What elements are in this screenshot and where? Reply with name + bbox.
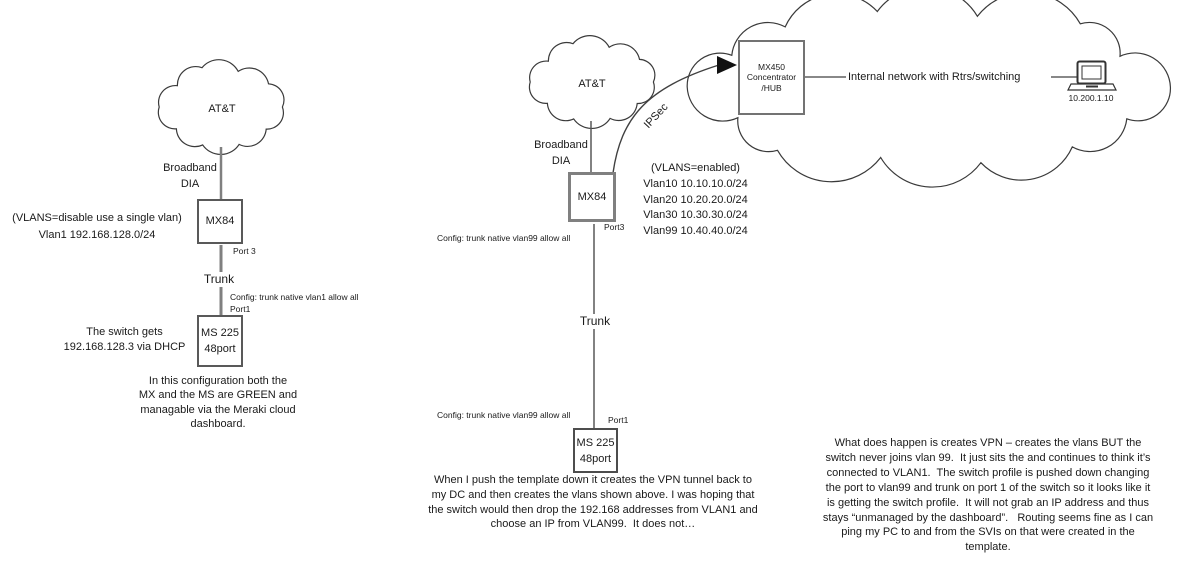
internal-network-label: Internal network with Rtrs/switching xyxy=(848,71,1021,83)
left-ms225-box: MS 225 48port xyxy=(197,315,243,367)
middle-port3-label: Port3 xyxy=(604,222,625,232)
right-caption: What does happen is creates VPN – create… xyxy=(822,437,1154,554)
laptop-keyboard-slot xyxy=(1086,85,1098,88)
left-trunk-config-note: Config: trunk native vlan1 allow all xyxy=(230,292,359,302)
middle-ms225-label: MS 225 48port xyxy=(576,436,615,465)
vlans-enabled-title: (VLANS=enabled) xyxy=(651,162,740,174)
left-mx84-box: MX84 xyxy=(197,199,243,244)
middle-trunk-label: Trunk xyxy=(576,314,614,329)
middle-caption: When I push the template down it creates… xyxy=(428,474,758,531)
laptop-screen-inner xyxy=(1081,65,1102,80)
left-ms225-label: MS 225 48port xyxy=(201,327,239,355)
left-port3-label: Port 3 xyxy=(233,246,256,256)
mx450-hub-box: MX450 Concentrator /HUB xyxy=(738,40,805,115)
middle-mx84-label: MX84 xyxy=(577,190,607,203)
left-vlan-note: (VLANS=disable use a single vlan) Vlan1 … xyxy=(12,212,182,241)
left-port1-label: Port1 xyxy=(230,304,251,314)
left-wan-label: Broadband DIA xyxy=(163,162,217,190)
middle-mx84-box: MX84 xyxy=(568,172,616,222)
left-att-cloud-label: AT&T xyxy=(208,103,236,115)
ipsec-arrowhead-icon xyxy=(717,56,737,74)
middle-att-cloud-shape xyxy=(528,35,656,130)
middle-wan-label: Broadband DIA xyxy=(534,139,588,167)
left-att-cloud-shape xyxy=(157,59,285,156)
laptop-icon xyxy=(1067,60,1117,91)
middle-config-note-bottom: Config: trunk native vlan99 allow all xyxy=(437,410,571,420)
ipsec-tunnel-curve xyxy=(612,64,720,174)
middle-port1-label: Port1 xyxy=(608,415,629,425)
pc-ip-label: 10.200.1.10 xyxy=(1068,93,1114,103)
middle-config-note-top: Config: trunk native vlan99 allow all xyxy=(437,233,571,243)
left-caption: In this configuration both the MX and th… xyxy=(138,375,298,431)
internal-network-cloud-shape xyxy=(686,0,1172,188)
middle-ms225-box: MS 225 48port xyxy=(573,428,618,473)
left-switch-ip-note: The switch gets 192.168.128.3 via DHCP xyxy=(63,326,186,353)
middle-att-cloud-label: AT&T xyxy=(578,78,606,90)
left-mx84-label: MX84 xyxy=(205,215,235,227)
left-trunk-label: Trunk xyxy=(199,272,239,287)
vlans-list: Vlan10 10.10.10.0/24 Vlan20 10.20.20.0/2… xyxy=(643,178,748,237)
mx450-hub-label: MX450 Concentrator /HUB xyxy=(746,61,797,93)
